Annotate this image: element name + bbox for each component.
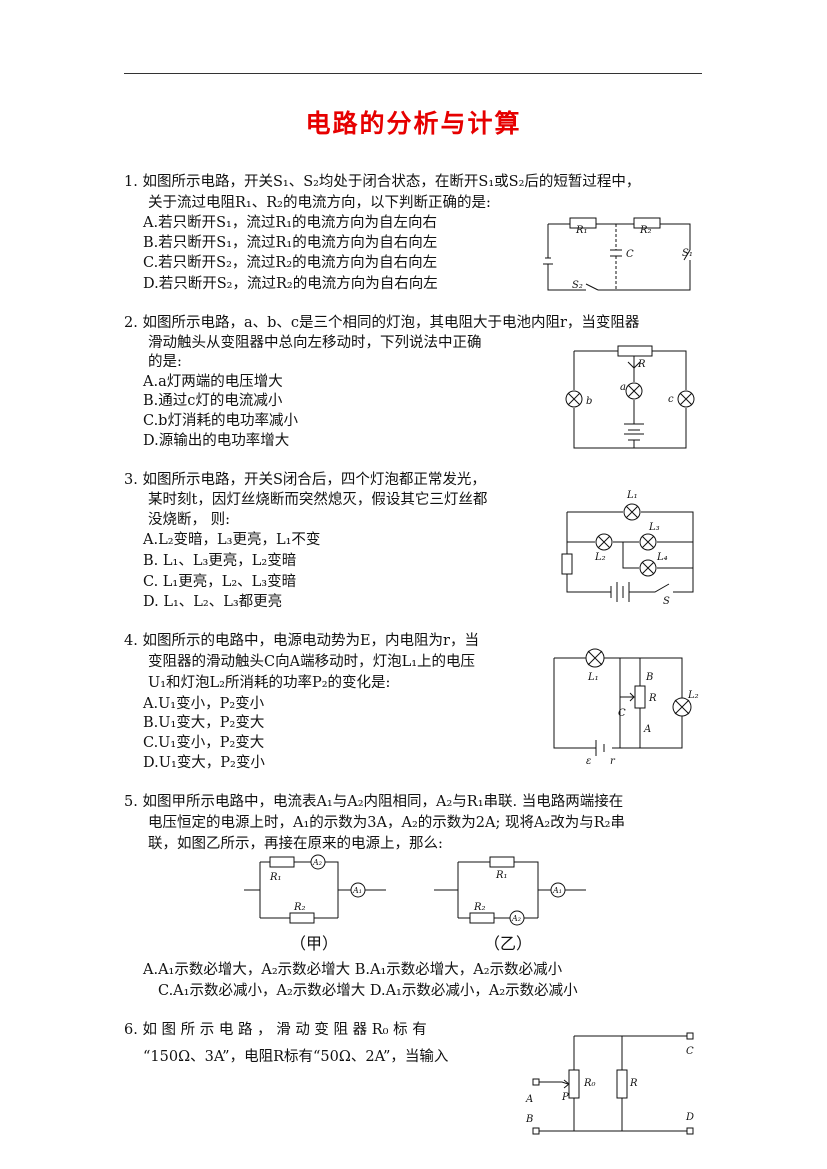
q4-option-a: A.U₁变小，P₂变小 [143,696,265,712]
q4-label-l1: L₁ [587,672,599,683]
q1-label-c: C [626,249,634,260]
q1-option-a: A.若只断开S₁，流过R₁的电流方向为自左向右 [143,215,438,231]
q2-label-a: a [620,382,626,393]
q2-option-d: D.源输出的电功率增大 [143,433,290,449]
q6-stem-line-1: 6. 如 图 所 示 电 路 ， 滑 动 变 阻 器 R₀ 标 有 [124,1022,427,1038]
q3-label-l4: L₄ [656,552,668,563]
q4-option-d: D.U₁变大，P₂变小 [143,755,265,771]
q1-label-s1: S₁ [682,248,693,259]
q3-label-l3: L₃ [648,522,660,533]
q5-jia-label-r1: R₁ [269,872,282,883]
q1-label-s2: S₂ [572,280,583,291]
q2-stem-line-1: 2. 如图所示电路，a、b、c是三个相同的灯泡，其电阻大于电池内阻r，当变阻器 [124,315,640,331]
q4-label-e: ε [586,756,591,767]
q2-option-c: C.b灯消耗的电功率减小 [143,413,298,429]
q6-circuit-figure: A B C D P R₀ R [522,1030,702,1140]
q3-option-b: B. L₁、L₃更亮，L₂变暗 [143,553,297,569]
q5-yi-ammeter-a2: A₂ [511,914,521,923]
q3-label-l1: L₁ [626,490,638,501]
q1-label-r1: R₁ [575,225,588,236]
page-title: 电路的分析与计算 [305,109,522,138]
q5-stem-line-2: 电压恒定的电源上时，A₁的示数为3A，A₂的示数为2A; 现将A₂改为与R₂串 [148,815,625,831]
q6-label-d: D [685,1112,694,1123]
q1-option-b: B.若只断开S₁，流过R₁的电流方向为自右向左 [143,235,438,251]
q5-yi-label-r2: R₂ [473,902,486,913]
q4-label-r: R [648,693,657,704]
q3-stem-line-2: 某时刻t，因灯丝烧断而突然熄灭，假设其它三灯丝都 [148,492,488,508]
q4-label-r-internal: r [610,756,616,767]
q2-label-r: R [637,359,646,370]
q6-label-b: B [525,1114,533,1125]
q6-label-c: C [686,1046,694,1057]
q6-label-r: R [629,1078,638,1089]
q1-stem-line-2: 关于流过电阻R₁、R₂的电流方向，以下判断正确的是: [148,195,491,211]
q5-jia-ammeter-a2: A₂ [312,858,322,867]
q3-stem-line-3: 没烧断， 则: [148,512,230,528]
q5-jia-label-r2: R₂ [293,902,306,913]
q5-stem-line-1: 5. 如图甲所示电路中，电流表A₁与A₂内阻相同，A₂与R₁串联. 当电路两端接… [124,794,624,810]
q3-option-c: C. L₁更亮，L₂、L₃变暗 [143,574,297,590]
q4-stem-line-2: 变阻器的滑动触头C向A端移动时，灯泡L₁上的电压 [148,654,476,670]
q4-circuit-figure: L₁ L₂ B R C A ε r [548,644,699,769]
q3-option-d: D. L₁、L₂、L₃都更亮 [143,594,283,610]
q6-label-p: P [561,1092,569,1103]
q2-option-a: A.a灯两端的电压增大 [143,374,283,390]
q3-option-a: A.L₂变暗，L₃更亮，L₁不变 [143,532,321,548]
q4-label-b: B [645,672,653,683]
q5-yi-ammeter-a1: A₁ [552,886,562,895]
q5-yi-label-r1: R₁ [495,870,508,881]
header-rule [124,73,702,74]
q2-option-b: B.通过c灯的电流减小 [143,393,283,409]
q2-circuit-figure: R a b c [562,340,702,455]
q3-label-s: S [663,596,670,607]
q2-label-c: c [668,394,674,405]
q5-circuit-jia: R₁ R₂ A₂ A₁ [240,848,390,926]
q4-stem-line-1: 4. 如图所示的电路中，电源电动势为E，内电阻为r，当 [124,633,479,649]
q2-stem-line-2: 滑动触头从变阻器中总向左移动时，下列说法中正确 [148,335,482,351]
q4-label-l2: L₂ [687,690,699,701]
q1-stem-line-1: 1. 如图所示电路，开关S₁、S₂均处于闭合状态，在断开S₁或S₂后的短暂过程中… [124,174,641,190]
q4-label-a: A [643,724,651,735]
q4-option-b: B.U₁变大，P₂变大 [143,715,265,731]
q6-label-a: A [525,1094,533,1105]
q4-option-c: C.U₁变小，P₂变大 [143,735,265,751]
q5-jia-ammeter-a1: A₁ [352,886,362,895]
q2-stem-line-3: 的是: [148,354,182,370]
q1-label-r2: R₂ [639,225,652,236]
q6-stem-line-2: “150Ω、3A”，电阻R标有“50Ω、2A”，当输入 [143,1049,449,1065]
q5-options-ab: A.A₁示数必增大，A₂示数必增大 B.A₁示数必增大，A₂示数必减小 [143,962,563,978]
q4-label-c: C [618,708,626,719]
q3-circuit-figure: L₁ L₂ L₃ L₄ S [555,488,705,608]
q1-option-c: C.若只断开S₂，流过R₂的电流方向为自右向左 [143,255,438,271]
q6-label-r0: R₀ [583,1078,596,1089]
q5-stem-line-3: 联，如图乙所示，再接在原来的电源上，那么: [148,836,443,852]
q3-label-l2: L₂ [594,552,606,563]
q5-options-cd: C.A₁示数必减小，A₂示数必增大 D.A₁示数必减小，A₂示数必减小 [158,983,578,999]
q3-stem-line-1: 3. 如图所示电路，开关S闭合后，四个灯泡都正常发光， [124,472,486,488]
q1-circuit-figure: R₁ R₂ C S₁ S₂ [540,210,700,300]
q5-circuit-yi: R₁ R₂ A₂ A₁ [430,848,590,926]
q2-label-b: b [586,396,592,407]
q1-option-d: D.若只断开S₂，流过R₂的电流方向为自右向左 [143,276,438,292]
q5-caption-jia: （甲） [290,934,339,953]
q5-caption-yi: （乙） [484,934,533,953]
q4-stem-line-3: U₁和灯泡L₂所消耗的功率P₂的变化是: [148,675,391,691]
